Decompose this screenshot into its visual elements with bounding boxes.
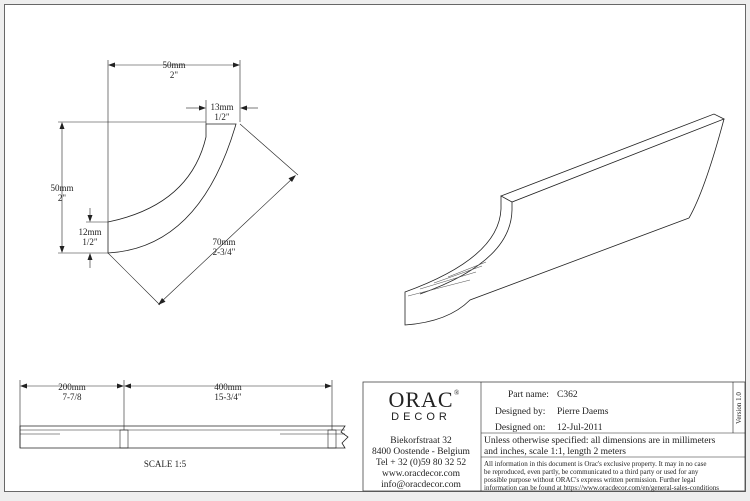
address-tel: Tel + 32 (0)59 80 32 52 xyxy=(376,457,466,468)
arrow-head xyxy=(233,62,240,68)
dim-lip-mm: 13mm xyxy=(210,102,233,112)
designer-label: Designed by: xyxy=(495,407,545,417)
arrow-head xyxy=(87,253,93,260)
dim-side-b-in: 15-3/4" xyxy=(214,392,241,402)
extension-line xyxy=(239,123,299,176)
dim-side-a-mm: 200mm xyxy=(58,382,86,392)
extension-line xyxy=(107,252,161,306)
dim-diag-mm: 70mm xyxy=(212,237,235,247)
dim-left-in: 2" xyxy=(58,193,67,203)
arrow-head xyxy=(108,62,115,68)
title-block: ORAC ® DECOR Biekorfstraat 32 8400 Ooste… xyxy=(362,381,746,492)
dim-lip-in: 1/2" xyxy=(214,112,230,122)
dim-side-b-mm: 400mm xyxy=(214,382,242,392)
dim-diag-in: 2-3/4" xyxy=(213,247,236,257)
dimension-line xyxy=(159,176,295,304)
hatch-line xyxy=(447,261,487,278)
designer-value: Pierre Daems xyxy=(557,407,609,417)
side-profile-bar xyxy=(19,425,349,449)
hatch-line xyxy=(407,279,471,297)
version-label: Version 1.0 xyxy=(735,392,743,424)
iso-front-face xyxy=(404,196,690,326)
orac-logo: ORAC xyxy=(388,387,453,412)
arrow-head xyxy=(87,215,93,222)
spec-line-2: and inches, scale 1:1, length 2 meters xyxy=(484,447,626,457)
joint-mark xyxy=(327,429,337,449)
decor-logo: DECOR xyxy=(391,411,451,423)
registered-mark: ® xyxy=(454,389,460,397)
arrow-head xyxy=(124,383,131,389)
hatch-line xyxy=(419,271,477,290)
arrow-head xyxy=(59,122,65,129)
iso-inner-edge xyxy=(419,202,513,295)
dim-top-mm: 50mm xyxy=(162,60,185,70)
scale-label: SCALE 1:5 xyxy=(144,459,187,469)
arrow-head xyxy=(20,383,27,389)
arrow-head xyxy=(240,105,247,111)
dim-top-in: 2" xyxy=(170,70,179,80)
dim-side-a-in: 7-7/8 xyxy=(63,392,82,402)
part-name-value: C362 xyxy=(557,390,578,400)
profile-section: 50mm 2" 13mm 1/2" 50mm 2" 12mm 1/2" 70mm xyxy=(50,60,299,306)
legal-line-2: be reproduced, even partly, be communica… xyxy=(484,468,699,476)
spec-line-1: Unless otherwise specified: all dimensio… xyxy=(484,435,716,446)
isometric-view xyxy=(404,113,725,326)
profile-outline xyxy=(107,123,237,254)
legal-line-3: possible purpose without ORAC's express … xyxy=(484,476,695,484)
arrow-head xyxy=(59,246,65,253)
arrow-head xyxy=(117,383,124,389)
arrow-head xyxy=(199,105,206,111)
address-email: info@oracdecor.com xyxy=(381,479,461,490)
legal-line-4: information can be found at https://www.… xyxy=(484,484,719,492)
hatch-line xyxy=(433,265,483,284)
address-city: 8400 Oostende - Belgium xyxy=(372,447,471,457)
dim-base-in: 1/2" xyxy=(82,237,98,247)
address-street: Biekorfstraat 32 xyxy=(390,435,452,446)
part-name-label: Part name: xyxy=(508,390,549,400)
iso-far-curve xyxy=(688,118,725,219)
arrow-head xyxy=(325,383,332,389)
address-web: www.oracdecor.com xyxy=(382,469,461,479)
arrow-head xyxy=(288,175,296,182)
date-label: Designed on: xyxy=(495,423,545,433)
dim-left-mm: 50mm xyxy=(50,183,73,193)
side-view: 200mm 7-7/8 400mm 15-3/4" SCALE 1:5 xyxy=(19,380,349,469)
date-value: 12-Jul-2011 xyxy=(557,423,603,433)
dim-base-mm: 12mm xyxy=(78,227,101,237)
title-block-frame xyxy=(362,381,746,492)
legal-line-1: All information in this document is Orac… xyxy=(484,460,706,468)
joint-mark xyxy=(119,429,129,449)
arrow-head xyxy=(158,298,166,305)
